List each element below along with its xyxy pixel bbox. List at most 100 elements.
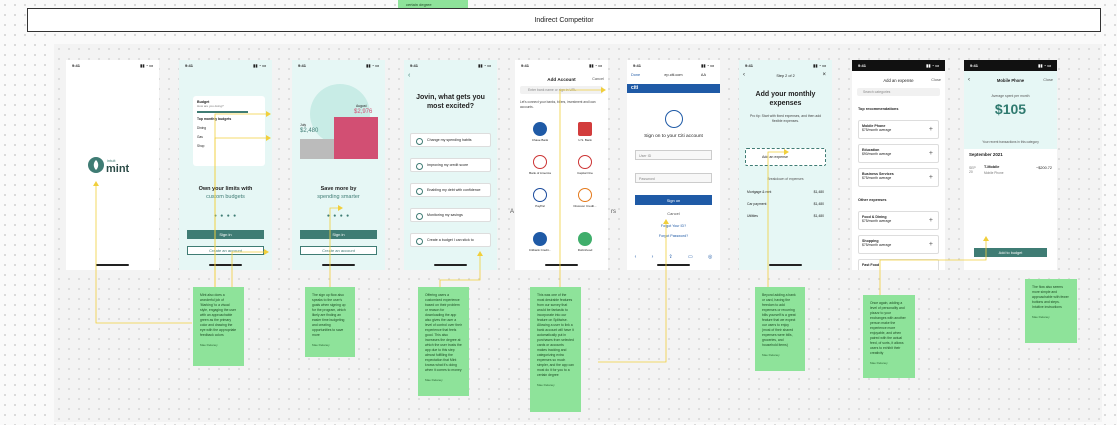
category-card[interactable]: Food & Dining$75/month average+ — [858, 211, 939, 230]
category-card[interactable]: Shopping$75/month average+ — [858, 235, 939, 254]
bank-robinhood[interactable]: Robinhood — [570, 232, 600, 252]
forgot-password-link[interactable]: Forgot Password? — [658, 234, 689, 238]
sticky-note[interactable]: Beyond adding a bank or card, having the… — [755, 287, 805, 371]
note-text: Mint also does a wonderful job of 'Marki… — [200, 293, 237, 337]
back-icon[interactable]: ‹ — [968, 77, 970, 83]
category-card[interactable]: Fast Food — [858, 259, 939, 270]
sticky-note[interactable]: Once again, adding a level of personalit… — [863, 295, 915, 378]
cancel-link[interactable]: Cancel — [667, 211, 680, 216]
tx-date: SEP 20 — [969, 166, 976, 174]
home-indicator — [434, 264, 467, 266]
browser-toolbar[interactable]: ‹›⇪▭◎ — [634, 254, 713, 260]
back-icon[interactable]: ‹ — [408, 72, 411, 79]
option-row[interactable]: Create a budget I can stick to — [410, 233, 491, 247]
done-button[interactable]: Done — [631, 73, 641, 77]
brand-small: intuit — [107, 158, 116, 163]
phone-goals[interactable]: 9:41▮▮ ◔ ▭ ‹ Jovin, what gets you most e… — [404, 60, 497, 270]
back-icon[interactable]: ‹ — [743, 72, 745, 78]
phone-save-more[interactable]: 9:41▮▮ ◔ ▭ July $2,480 August $2,976 Sav… — [292, 60, 385, 270]
bank-boa[interactable]: Bank of America — [525, 155, 555, 175]
note-author: Mae Delaney — [425, 378, 443, 382]
status-bar: 9:41▮▮ ◔ ▭ — [633, 63, 714, 68]
phone-monthly-expenses[interactable]: 9:41▮▮ ◔ ▭ Step 2 of 2 ‹ × Add your mont… — [739, 60, 832, 270]
section-label: Other expenses — [858, 198, 887, 202]
note-author: Mae Delaney — [762, 353, 780, 357]
sticky-note[interactable]: The sign up flow also speaks to the user… — [305, 287, 355, 357]
option-row[interactable]: Improving my credit score — [410, 158, 491, 172]
close-button[interactable]: Close — [931, 78, 941, 82]
july-amount: $2,480 — [300, 128, 319, 134]
category-card[interactable]: Mobile Phone$75/month average+ — [858, 120, 939, 139]
url-bar[interactable]: ep.citi.com — [664, 73, 683, 77]
bank-chase[interactable]: Chase Bank — [525, 122, 555, 142]
tx-name[interactable]: T-Mobile — [984, 165, 1000, 169]
bank-paypal[interactable]: PayPal — [525, 188, 555, 208]
section-banner[interactable]: Indirect Competitor — [27, 8, 1101, 32]
cancel-button[interactable]: Cancel — [592, 77, 604, 81]
user-id-field[interactable]: User ID — [635, 150, 712, 160]
status-bar: 9:41▮▮ ◔ ▭ — [298, 63, 379, 68]
tx-amount: −$200.72 — [1036, 166, 1052, 170]
tx-category: Mobile Phone — [984, 171, 1004, 175]
phone-add-account[interactable]: 9:41▮▮ ◔ ▭ Add Account Cancel Enter bank… — [515, 60, 608, 270]
expense-value: $1,480 — [813, 214, 824, 218]
signon-title: Sign on to your Citi account — [644, 134, 703, 139]
bank-usbank[interactable]: U.S. Bank — [570, 122, 600, 142]
category-card[interactable]: Business Services$75/month average+ — [858, 168, 939, 187]
close-icon[interactable]: × — [822, 72, 826, 78]
average-amount: $105 — [994, 101, 1027, 117]
status-bar: 9:41▮▮ ◔ ▭ — [852, 60, 945, 71]
bank-citi[interactable]: Citibank Credit... — [525, 232, 555, 252]
password-field[interactable]: Password — [635, 173, 712, 183]
forgot-id-link[interactable]: Forgot Your ID? — [660, 224, 687, 228]
breakdown-label: Breakdown of expenses — [767, 177, 804, 181]
note-author: Mae Delaney — [200, 343, 218, 347]
status-bar: 9:41▮▮ ◔ ▭ — [521, 63, 602, 68]
status-bar: 9:41▮▮ ◔ ▭ — [410, 63, 491, 68]
close-button[interactable]: Close — [1043, 78, 1053, 82]
sign-on-button[interactable]: Sign on — [635, 195, 712, 205]
page-dots: ● ● ● ● — [213, 213, 238, 219]
section-label: Top recommendations — [858, 107, 899, 111]
phone-add-expense[interactable]: 9:41▮▮ ◔ ▭ Add an expense Close Search c… — [852, 60, 945, 270]
sign-in-button[interactable]: Sign in — [300, 230, 377, 239]
sticky-note[interactable]: This was one of the most desirable featu… — [530, 287, 581, 412]
budget-card: Budget How are you doing? Top monthly bu… — [193, 96, 265, 166]
headline-accent: spending smarter — [317, 194, 360, 200]
sticky-note[interactable]: Mint also does a wonderful job of 'Marki… — [193, 287, 244, 366]
note-author: Mae Delaney — [870, 361, 888, 365]
phone-citi-signon[interactable]: 9:41▮▮ ◔ ▭ Done ep.citi.com AA citi Sign… — [627, 60, 720, 270]
sticky-note[interactable]: Offering users a customized experience b… — [418, 287, 469, 396]
note-text: certain degree — [406, 2, 432, 7]
note-text: Beyond adding a bank or card, having the… — [762, 293, 796, 347]
text-size-button[interactable]: AA — [700, 73, 706, 77]
home-indicator — [769, 264, 802, 266]
sign-in-button[interactable]: Sign in — [187, 230, 264, 239]
phone-budgets[interactable]: 9:41▮▮ ◔ ▭ Budget How are you doing? Top… — [179, 60, 272, 270]
create-account-button[interactable]: Create an account — [300, 246, 377, 255]
phone-splash[interactable]: 9:41▮▮ ◔ ▭ intuit mint — [66, 60, 159, 270]
create-account-button[interactable]: Create an account — [187, 246, 264, 255]
add-to-budget-button[interactable]: Add to budget — [974, 248, 1047, 257]
option-row[interactable]: Enabling my debt with confidence — [410, 183, 491, 197]
sticky-note[interactable]: The flow also seems more simple and appr… — [1025, 279, 1077, 343]
note-text: Once again, adding a level of personalit… — [870, 301, 906, 355]
category-card[interactable]: Education$90/month average+ — [858, 144, 939, 163]
home-indicator — [96, 264, 129, 266]
month-heading: September 2021 — [969, 152, 1003, 157]
bank-capital-one[interactable]: Capital One — [570, 155, 600, 175]
note-author: Mae Delaney — [312, 343, 330, 347]
home-indicator — [209, 264, 242, 266]
bank-search-input[interactable]: Enter bank name or sign in URL — [520, 86, 603, 94]
option-row[interactable]: Change my spending habits — [410, 133, 491, 147]
option-row[interactable]: Monitoring my savings — [410, 208, 491, 222]
add-expense-button[interactable]: Add an expense — [745, 148, 826, 166]
expense-name: Utilities — [747, 214, 758, 218]
august-label: August — [356, 104, 367, 108]
bank-discover[interactable]: Discover Credit... — [570, 188, 600, 208]
phone-category-detail[interactable]: 9:41▮▮ ◔ ▭ ‹ Mobile Phone Close Average … — [964, 60, 1057, 270]
expense-name: Car payment — [747, 202, 767, 206]
august-bar — [334, 117, 378, 159]
section-title: Indirect Competitor — [534, 16, 594, 24]
category-search-input[interactable]: Search categories — [857, 88, 940, 96]
